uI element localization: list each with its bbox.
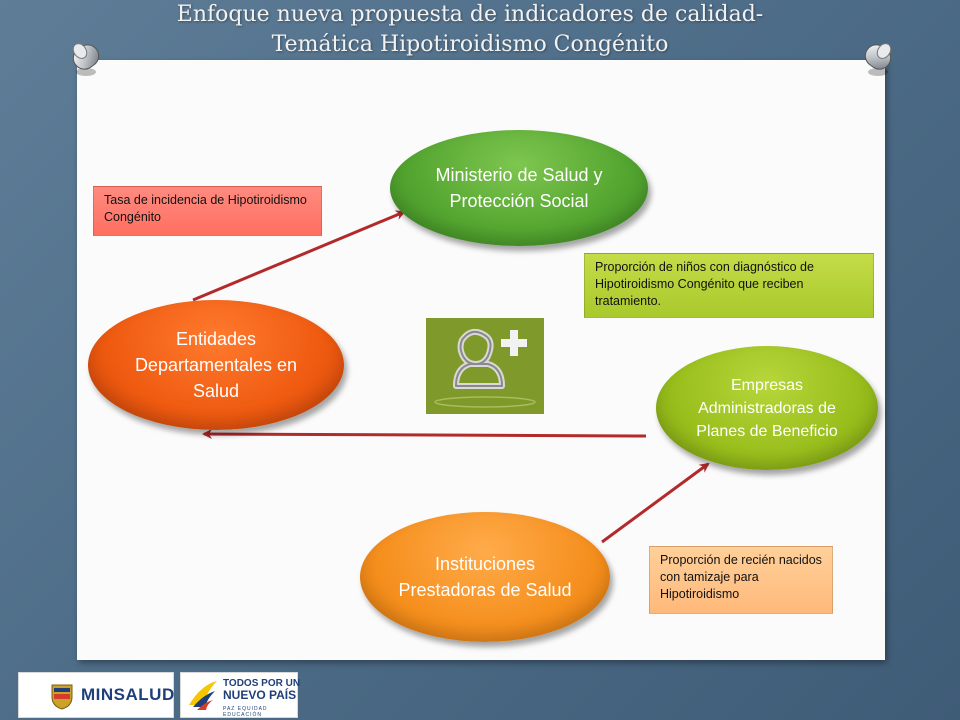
todos-line-1: TODOS POR UN (223, 678, 301, 689)
coat-of-arms-icon (51, 684, 73, 710)
indicator-tasa-text: Tasa de incidencia de Hipotiroidismo Con… (104, 193, 307, 224)
indicator-tratamiento: Proporción de niños con diagnóstico de H… (584, 253, 874, 318)
todos-line-2: NUEVO PAÍS (223, 688, 297, 702)
slide-title-line-1: Enfoque nueva propuesta de indicadores d… (176, 2, 764, 27)
minsalud-logo: MINSALUD (18, 672, 174, 718)
pushpin-icon (864, 43, 892, 76)
todos-wordmark: TODOS POR UN NUEVO PAÍS (223, 678, 313, 702)
indicator-tratamiento-text: Proporción de niños con diagnóstico de H… (595, 260, 814, 308)
node-entidades: Entidades Departamentales en Salud (88, 300, 344, 430)
indicator-tamizaje: Proporción de recién nacidos con tamizaj… (649, 546, 833, 614)
node-instituciones: Instituciones Prestadoras de Salud (360, 512, 610, 642)
user-add-icon (426, 318, 544, 414)
todos-tagline: PAZ EQUIDAD EDUCACIÓN (223, 706, 268, 718)
node-entidades-label: Entidades Departamentales en Salud (134, 329, 298, 401)
node-instituciones-label: Instituciones Prestadoras de Salud (398, 554, 572, 600)
indicator-tamizaje-text: Proporción de recién nacidos con tamizaj… (660, 553, 822, 601)
node-ministerio-label: Ministerio de Salud y Protección Social (435, 165, 603, 211)
minsalud-wordmark: MINSALUD (81, 685, 175, 704)
node-empresas: Empresas Administradoras de Planes de Be… (656, 346, 878, 470)
pushpin-icon (72, 43, 100, 76)
node-ministerio: Ministerio de Salud y Protección Social (390, 130, 648, 246)
indicator-tasa: Tasa de incidencia de Hipotiroidismo Con… (93, 186, 322, 236)
flag-swoosh-icon (189, 681, 217, 710)
slide-title-line-2: Temática Hipotiroidismo Congénito (271, 32, 669, 57)
slide-title: Enfoque nueva propuesta de indicadores d… (0, 0, 940, 60)
todos-por-un-nuevo-pais-logo: TODOS POR UN NUEVO PAÍS PAZ EQUIDAD EDUC… (180, 672, 300, 718)
node-empresas-label: Empresas Administradoras de Planes de Be… (696, 376, 838, 440)
footer-logos: MINSALUD TODOS POR UN NUEVO PAÍS PAZ EQU… (18, 672, 300, 718)
